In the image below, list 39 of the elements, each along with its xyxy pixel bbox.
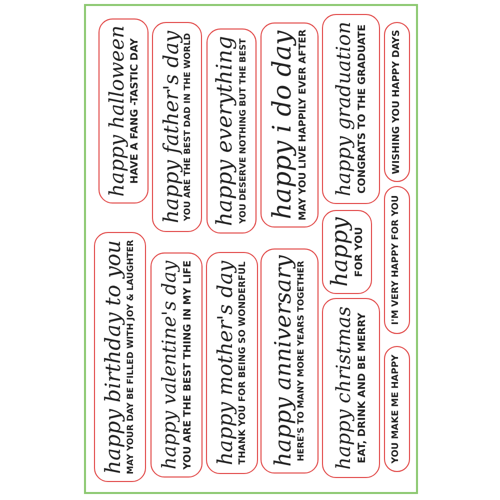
stamp-outline [260, 22, 318, 227]
stamp-outline [150, 252, 202, 477]
stamp-heading: happy christmas [334, 306, 354, 470]
stamp-heading: happy father's day [160, 30, 182, 224]
stamp-sentiment: HERE'S TO MANY MORE YEARS TOGETHER [297, 260, 306, 461]
stamp-heading: happy graduation [334, 22, 354, 196]
stamp-sentiment: THANK YOU FOR BEING SO WONDERFUL [238, 262, 249, 464]
stamp-heading: happy i do day [270, 30, 296, 219]
stamp-outline [206, 28, 256, 233]
stamp-sentiment: FOR YOU [354, 226, 366, 278]
stamp-heading: happy valentine's day [160, 260, 178, 469]
stamp-sentiment: HAVE A FANG -TASTIC DAY [129, 38, 140, 184]
stamp-outline [94, 232, 146, 482]
stamp-outline [152, 22, 202, 232]
stamp-outline [384, 346, 410, 472]
stamp-outline [322, 298, 380, 478]
stamp-sentiment: YOU DESERVE NOTHING BUT THE BEST [238, 38, 248, 224]
stamp-sentiment: MAY YOUR DAY BE FILLED WITH JOY & LAUGHTER [127, 240, 137, 474]
stamp-heading: happy [328, 217, 352, 287]
stamp-heading: happy mother's day [215, 260, 236, 466]
stamp-outline [98, 18, 148, 203]
stamp-sentiment: YOU ARE THE BEST DAD IN THE WORLD [184, 33, 194, 221]
stamp-outline [322, 210, 372, 294]
stamp-sentiment: CONGRATS TO THE GRADUATE [356, 24, 368, 194]
stamp-heading: happy anniversary [272, 254, 294, 466]
stamp-outline [206, 252, 258, 474]
stamp-heading: happy everything [214, 35, 236, 226]
stamp-outline [260, 248, 318, 473]
stamp-outline [384, 22, 410, 182]
stamp-heading: happy halloween [106, 24, 126, 196]
stamp-sentiment: I'M VERY HAPPY FOR YOU [392, 195, 402, 325]
stamp-outline [384, 186, 410, 334]
stamp-sentiment: WISHING YOU HAPPY DAYS [392, 30, 402, 174]
stamp-heading: happy birthday to you [103, 240, 124, 474]
stamp-sentiment: YOU ARE THE BEST THING IN MY LIFE [182, 260, 192, 470]
stamp-sentiment: MAY YOU LIVE HAPPILY EVER AFTER [298, 28, 308, 220]
stamp-sentiment: YOU MAKE ME HAPPY [392, 354, 402, 464]
stamp-sentiment: EAT, DRINK AND BE MERRY [356, 312, 368, 464]
stamp-outline [322, 14, 380, 204]
